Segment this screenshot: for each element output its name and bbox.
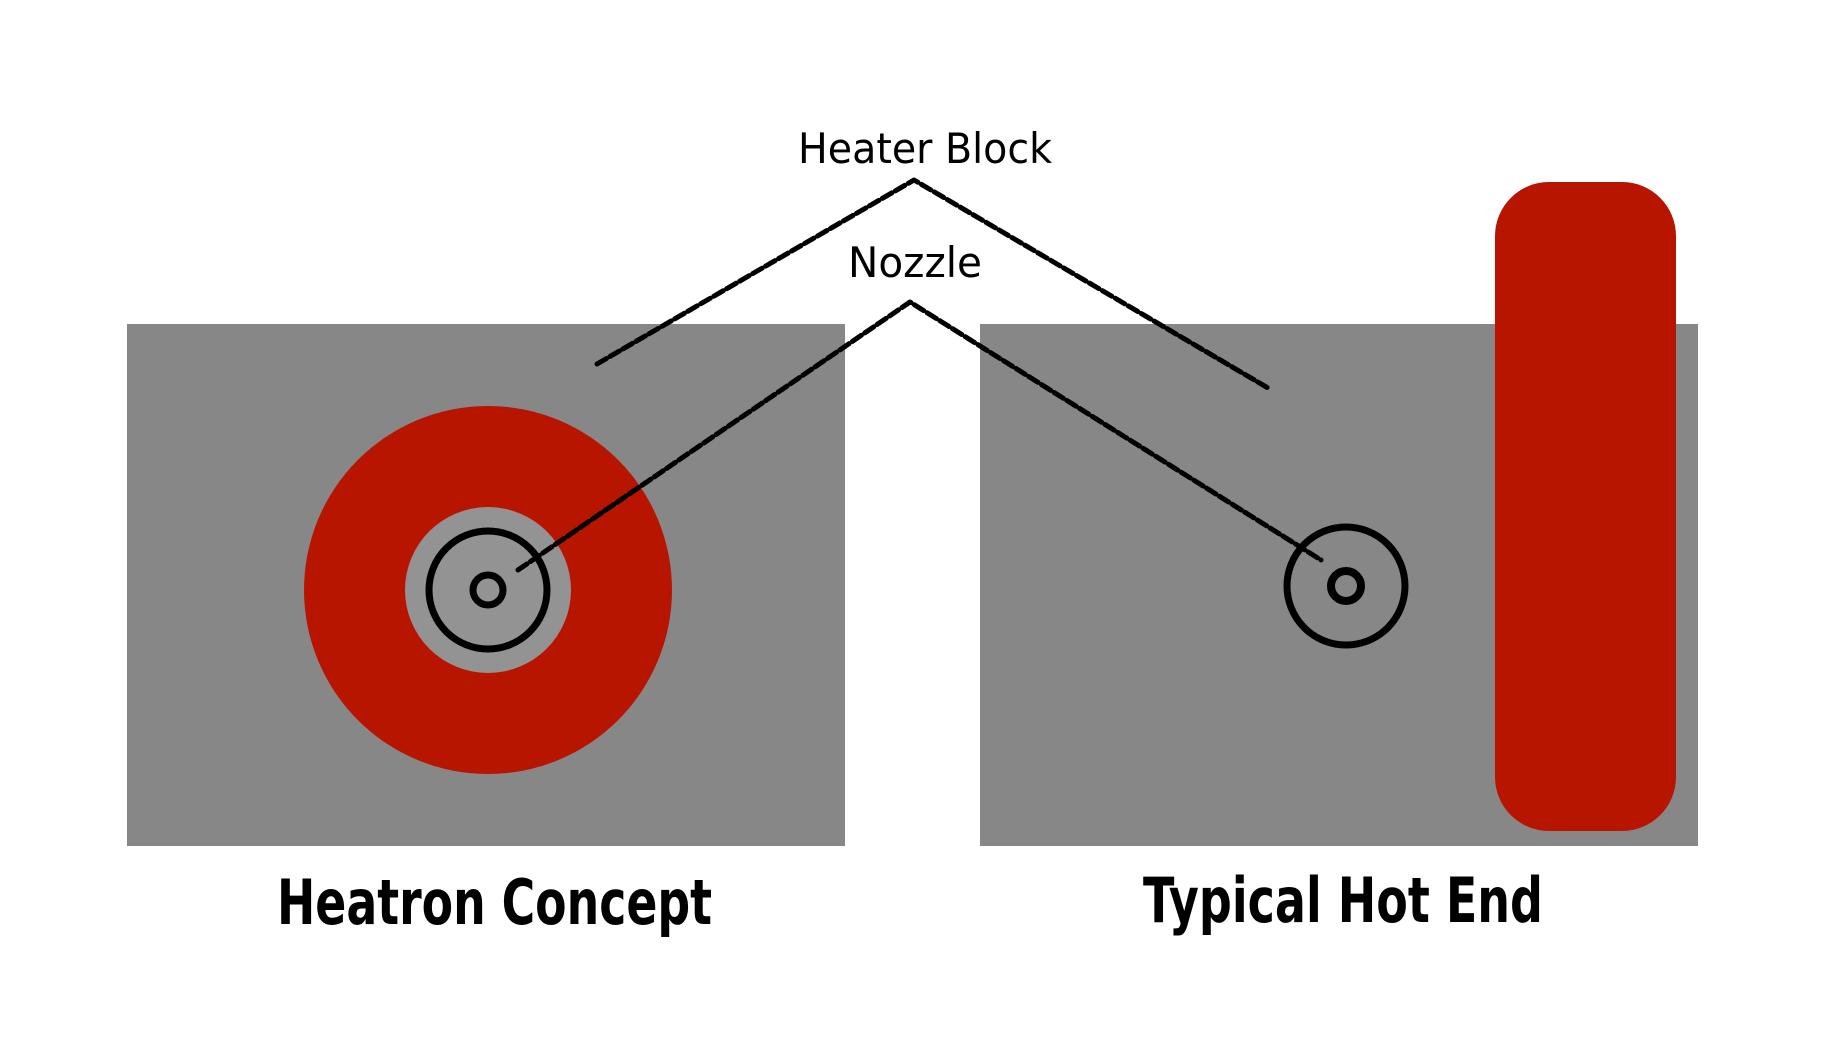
nozzle-orifice-right <box>1327 567 1365 605</box>
caption-heatron-concept: Heatron Concept <box>277 866 712 939</box>
nozzle-orifice-left <box>469 571 507 609</box>
heater-block-label: Heater Block <box>798 124 1053 173</box>
caption-typical-hot-end: Typical Hot End <box>1143 864 1543 937</box>
nozzle-outer-ring-left <box>425 527 551 653</box>
panel-typical-hot-end <box>980 182 1698 846</box>
nozzle-label: Nozzle <box>848 238 982 287</box>
cartridge-heater <box>1495 182 1676 831</box>
heater-block-leader-line <box>594 177 1271 391</box>
panel-heatron-concept <box>127 324 845 846</box>
nozzle-leader-line <box>515 299 1324 573</box>
nozzle-outer-ring-right <box>1283 523 1409 649</box>
